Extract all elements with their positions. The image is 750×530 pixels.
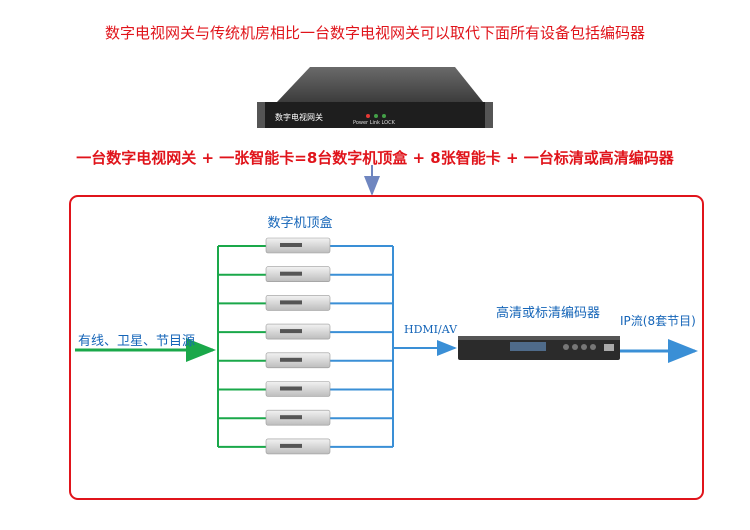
encoder-device xyxy=(458,336,620,360)
lock-led-icon xyxy=(382,114,386,118)
set-top-box-panel xyxy=(280,271,302,276)
set-top-box-panel xyxy=(280,415,302,420)
gateway-front-label: 数字电视网关 xyxy=(275,113,323,122)
encoder-label: 高清或标清编码器 xyxy=(495,306,600,321)
set-top-box-panel xyxy=(280,357,302,362)
hdmi-label: HDMI/AV xyxy=(404,323,458,336)
equation-text: 一台数字电视网关 + 一张智能卡=8台数字机顶盒 + 8张智能卡 + 一台标清或… xyxy=(76,149,674,167)
set-top-box-panel xyxy=(280,300,302,305)
gateway-device xyxy=(257,67,493,128)
link-led-icon xyxy=(374,114,378,118)
set-top-box-panel xyxy=(280,386,302,391)
power-led-icon xyxy=(366,114,370,118)
comparison-frame xyxy=(69,195,704,500)
encoder-display xyxy=(510,342,546,351)
set-top-box-panel xyxy=(280,243,302,247)
page-title: 数字电视网关与传统机房相比一台数字电视网关可以取代下面所有设备包括编码器 xyxy=(104,24,645,42)
set-top-box-panel xyxy=(280,443,302,448)
ip-output-label: IP流(8套节目) xyxy=(620,314,696,328)
set-top-box-panel xyxy=(280,329,302,334)
gateway-led-labels: Power Link LOCK xyxy=(353,120,395,126)
stb-group-label: 数字机顶盒 xyxy=(267,216,333,231)
source-label: 有线、卫星、节目源 xyxy=(78,334,196,349)
